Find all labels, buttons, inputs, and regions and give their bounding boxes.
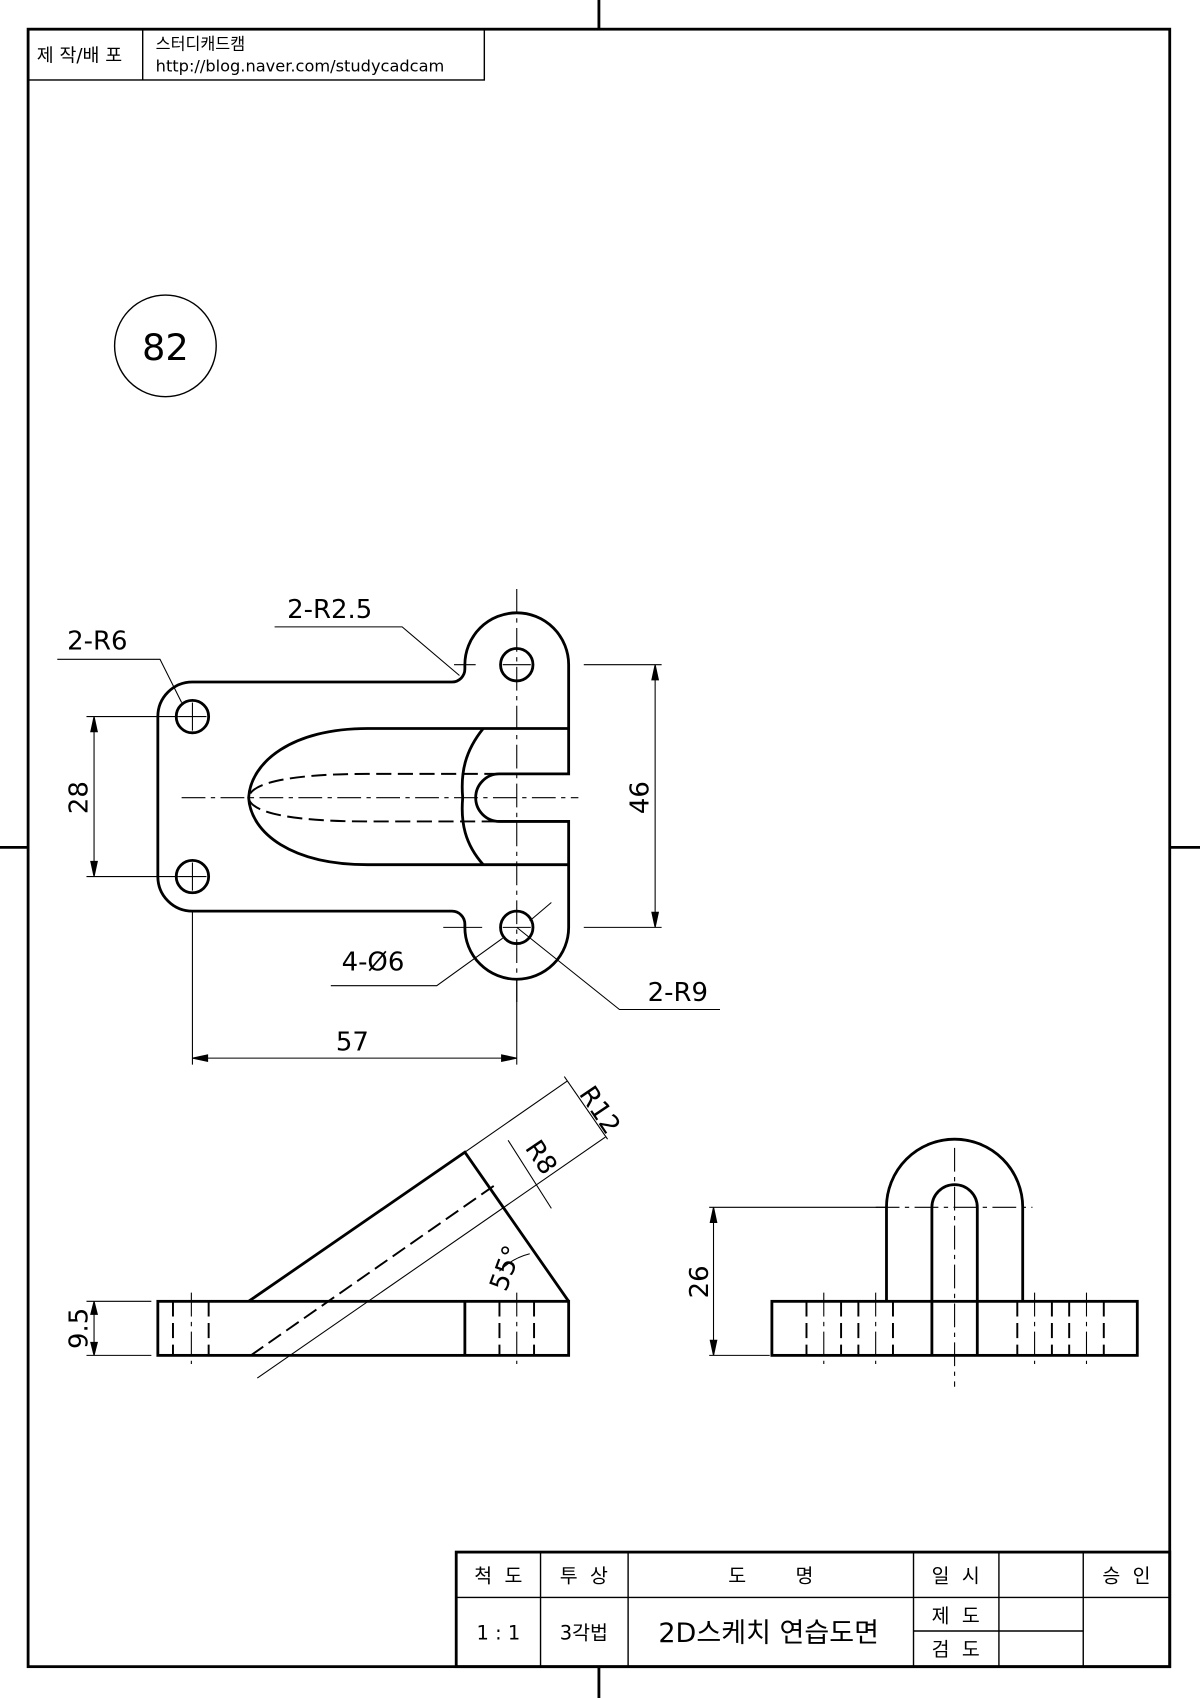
author-box: 제 작/배 포 스터디캐드캠 http://blog.naver.com/stu… <box>27 28 486 81</box>
drawing-name: 2D스케치 연습도면 <box>658 1618 879 1649</box>
front-center-lines <box>190 1292 518 1365</box>
dim-28-label: 28 <box>65 781 95 814</box>
dimension-57 <box>191 911 518 1065</box>
title-block: 척 도 투 상 도 명 일 시 승 인 1 : 1 3각법 2D스케치 연습도면… <box>454 1550 1172 1669</box>
hole-cross-marks <box>178 664 531 928</box>
side-hidden-holes <box>805 1301 1105 1356</box>
front-dims <box>86 1076 609 1379</box>
dim-r12-label: R12 <box>573 1081 626 1140</box>
checked-label: 검 도 <box>932 1638 980 1661</box>
drawing-number-circle <box>113 294 217 398</box>
center-lines <box>181 589 579 1006</box>
projection-value: 3각법 <box>560 1622 608 1645</box>
drafted-label: 제 도 <box>932 1604 980 1627</box>
author-label: 제 작/배 포 <box>37 46 122 67</box>
inclined-boss <box>247 1150 570 1303</box>
holes <box>174 647 535 945</box>
date-label: 일 시 <box>932 1564 980 1587</box>
hidden-holes <box>172 1301 536 1356</box>
hidden-slot <box>247 772 500 823</box>
author-url: http://blog.naver.com/studycadcam <box>156 56 445 75</box>
side-view: 26 <box>685 1137 1139 1387</box>
dim-angle-label: 55° <box>484 1242 528 1295</box>
dimension-46 <box>583 664 662 928</box>
dim-95-label: 9.5 <box>65 1308 95 1349</box>
author-name: 스터디캐드캠 <box>156 35 245 54</box>
front-view: R12 R8 55° 9.5 <box>65 1076 626 1379</box>
drawing-name-label: 도 명 <box>728 1564 813 1587</box>
projection-label: 투 상 <box>560 1564 608 1587</box>
scale-label: 척 도 <box>474 1564 522 1587</box>
top-view: 28 46 57 2-R6 2-R2.5 4-Ø6 2-R9 <box>57 589 720 1065</box>
dimension-26 <box>709 1206 887 1356</box>
side-center-lines <box>823 1147 1088 1387</box>
scale-value: 1 : 1 <box>477 1622 521 1645</box>
sheet-border <box>26 27 1172 1669</box>
dim-hole-label: 4-Ø6 <box>342 948 405 978</box>
dim-r8-label: R8 <box>519 1135 563 1180</box>
approval-label: 승 인 <box>1102 1564 1150 1587</box>
dim-r9-label: 2-R9 <box>648 978 708 1008</box>
dim-46-label: 46 <box>626 781 656 814</box>
dim-57-label: 57 <box>336 1028 369 1058</box>
dimension-28 <box>86 716 179 878</box>
dim-26-label: 26 <box>685 1265 715 1298</box>
base-plate <box>156 1299 571 1357</box>
side-upright-inner <box>930 1183 979 1356</box>
side-upright-outer <box>885 1137 1025 1302</box>
leader-lines <box>57 626 720 1011</box>
hidden-bore <box>250 1184 495 1357</box>
boss-outline <box>247 727 569 867</box>
dim-r6-label: 2-R6 <box>67 627 127 657</box>
top-view-outline <box>156 611 571 981</box>
dim-r25-label: 2-R2.5 <box>287 595 372 625</box>
drawing-number: 82 <box>142 326 189 369</box>
boss-arc <box>460 727 485 866</box>
